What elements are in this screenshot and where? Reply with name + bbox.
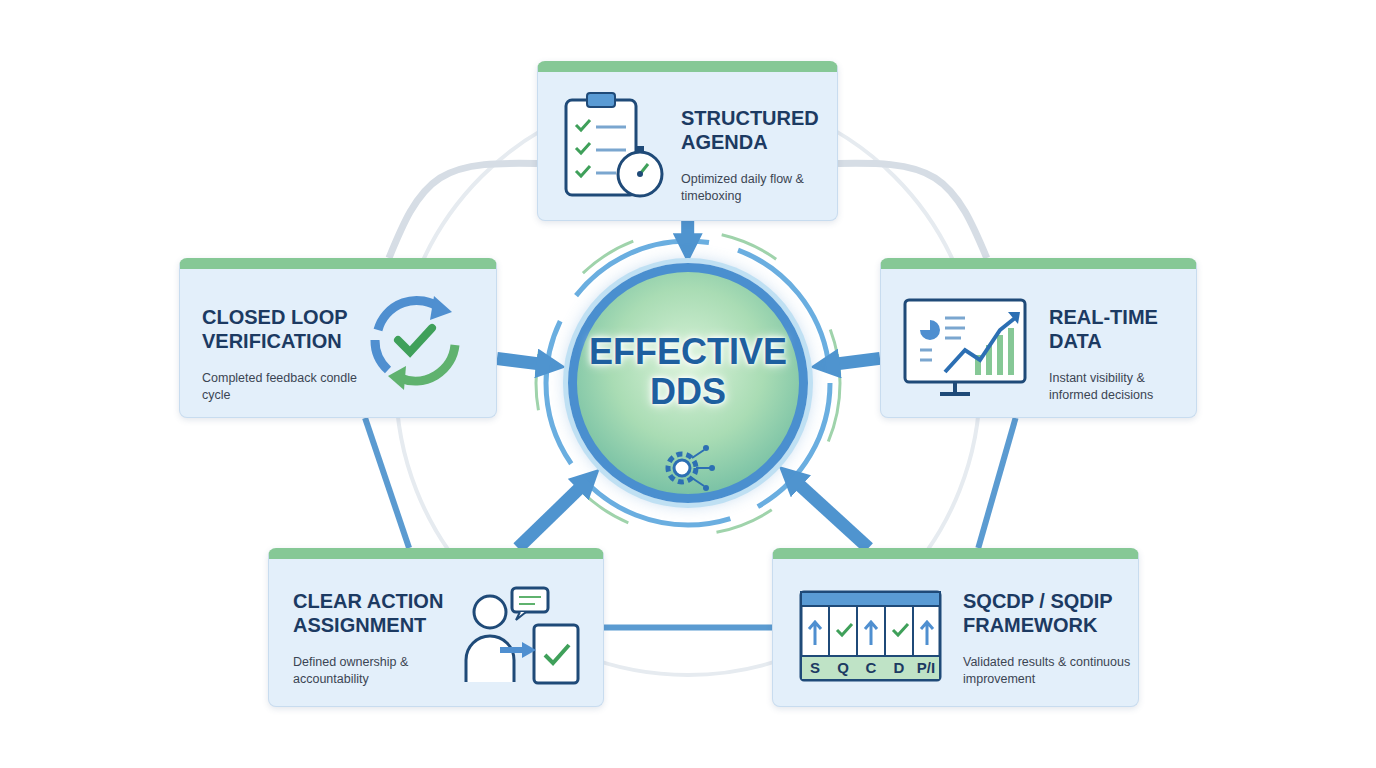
box-heading: STRUCTURED AGENDA [681,106,833,155]
pillar-box: SQCDP / SQDIP FRAMEWORK Validated results… [772,548,1139,707]
ring-connector [389,163,537,258]
cycle-icon [375,296,455,390]
box-heading: CLEAR ACTION ASSIGNMENT [293,589,483,638]
box-heading: REAL-TIME DATA [1049,305,1191,354]
pillar-box: STRUCTURED AGENDA Optimized daily flow & … [537,61,838,221]
ring-connector [838,163,987,258]
text-holder: REAL-TIME DATA Instant visibility & infor… [1049,305,1191,405]
monitor-icon [905,300,1025,394]
flow-arrow [497,358,539,363]
ring-connector [365,418,409,548]
text-holder: CLEAR ACTION ASSIGNMENT Defined ownership… [293,589,483,689]
text-holder: SQCDP / SQDIP FRAMEWORK Validated results… [963,589,1135,689]
box-heading: SQCDP / SQDIP FRAMEWORK [963,589,1135,638]
pillar-box: CLEAR ACTION ASSIGNMENT Defined ownership… [268,548,604,707]
flow-arrow [518,487,580,548]
flow-arrow [681,221,694,236]
box-description: Completed feedback condle cycle [202,370,384,405]
clipboard-icon [566,93,662,196]
flow-arrow [837,358,880,364]
center-title: EFFECTIVE DDS [580,332,796,413]
person-icon [466,588,578,683]
flow-arrow [799,484,869,548]
box-description: Optimized daily flow & timeboxing [681,171,833,206]
center-ring [546,241,830,525]
box-heading: CLOSED LOOP VERIFICATION [202,305,384,354]
gear-icon [668,445,715,491]
center-circle: EFFECTIVE DDS [568,263,808,503]
box-description: Validated results & continuous improveme… [963,654,1135,689]
pillar-box: CLOSED LOOP VERIFICATION Completed feedba… [179,258,497,418]
box-description: Defined ownership & accountability [293,654,483,689]
pillar-box: REAL-TIME DATA Instant visibility & infor… [880,258,1197,418]
ring-connector [604,625,772,631]
board-icon [801,592,940,680]
text-holder: CLOSED LOOP VERIFICATION Completed feedba… [202,305,384,405]
text-holder: STRUCTURED AGENDA Optimized daily flow & … [681,106,833,206]
ring-connector [978,418,1015,548]
box-description: Instant visibility & informed decisions [1049,370,1191,405]
